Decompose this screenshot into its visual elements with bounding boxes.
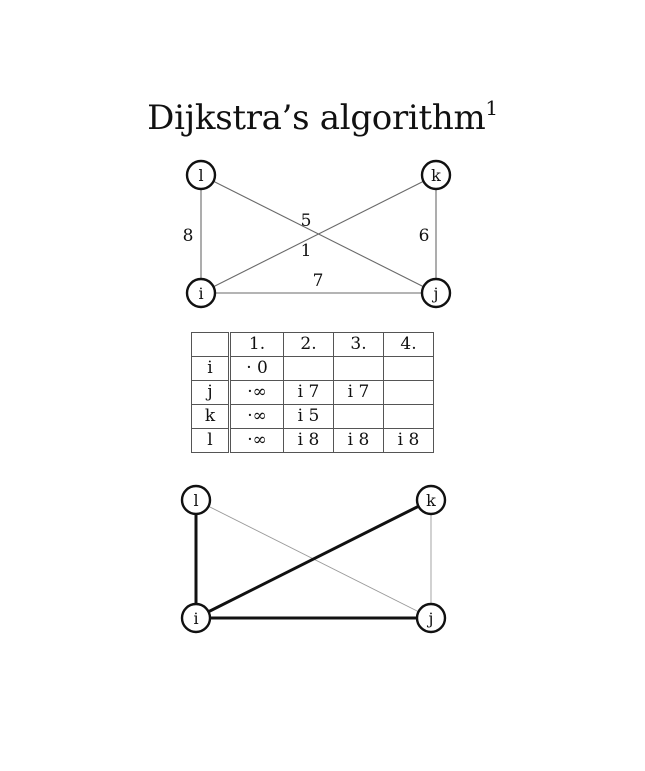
table-cell	[333, 356, 384, 381]
table-cell: ·∞	[229, 428, 284, 453]
table-row-node: i	[191, 356, 231, 381]
table-header-step-3: 3.	[333, 332, 384, 357]
node-l	[185, 159, 217, 191]
tree-node-label-j: j	[427, 609, 434, 628]
tree-node-i	[180, 602, 212, 634]
edge-weight-i-j: 7	[313, 271, 324, 291]
tree-node-k	[415, 484, 447, 516]
node-label-j: j	[432, 284, 439, 303]
tree-node-label-i: i	[193, 609, 198, 628]
table-row: j ·∞ i 7 i 7	[191, 380, 434, 405]
edge-weight-k-j: 6	[419, 226, 430, 246]
node-j	[420, 277, 452, 309]
table-row-node: j	[191, 380, 231, 405]
table-cell	[383, 380, 434, 405]
table-header-step-2: 2.	[283, 332, 334, 357]
table-row: l ·∞ i 8 i 8 i 8	[191, 428, 434, 453]
table-row-node: k	[191, 404, 231, 429]
table-cell	[283, 356, 334, 381]
edge-weight-l-i: 8	[183, 226, 194, 246]
table-cell	[383, 404, 434, 429]
table-header-step-4: 4.	[383, 332, 434, 357]
table-row-node: l	[191, 428, 231, 453]
table-cell: i 8	[383, 428, 434, 453]
distance-table: 1. 2. 3. 4. i · 0 j ·∞ i 7 i 7 k ·∞ i 5 …	[191, 332, 434, 453]
table-cell: i 8	[283, 428, 334, 453]
table-row: i · 0	[191, 356, 434, 381]
node-label-k: k	[431, 166, 441, 185]
edge-weight-l-j: 5	[301, 211, 312, 231]
table-cell: i 7	[283, 380, 334, 405]
table-cell: ·∞	[229, 380, 284, 405]
table-header-row: 1. 2. 3. 4.	[191, 332, 434, 357]
node-label-l: l	[198, 166, 203, 185]
shortest-path-tree: l k i j	[180, 484, 447, 634]
tree-edge-i-k	[195, 498, 432, 620]
table-cell	[333, 404, 384, 429]
table-cell: i 7	[333, 380, 384, 405]
title-text: Dijkstra’s algorithm	[147, 98, 486, 138]
table-row: k ·∞ i 5	[191, 404, 434, 429]
tree-node-label-l: l	[193, 491, 198, 510]
node-i	[185, 277, 217, 309]
title-footnote-marker: 1	[485, 96, 498, 120]
tree-node-label-k: k	[426, 491, 436, 510]
table-header-step-1: 1.	[229, 332, 284, 357]
table-cell	[383, 356, 434, 381]
node-k	[420, 159, 452, 191]
table-cell: i 8	[333, 428, 384, 453]
tree-node-j	[415, 602, 447, 634]
edge-i-k	[200, 174, 437, 294]
table-cell: i 5	[283, 404, 334, 429]
table-cell: · 0	[229, 356, 284, 381]
tree-node-l	[180, 484, 212, 516]
node-label-i: i	[198, 284, 203, 303]
table-cell: ·∞	[229, 404, 284, 429]
edge-weight-i-k: 1	[301, 241, 312, 261]
table-corner-cell	[191, 332, 231, 357]
page-title: Dijkstra’s algorithm1	[0, 98, 645, 138]
